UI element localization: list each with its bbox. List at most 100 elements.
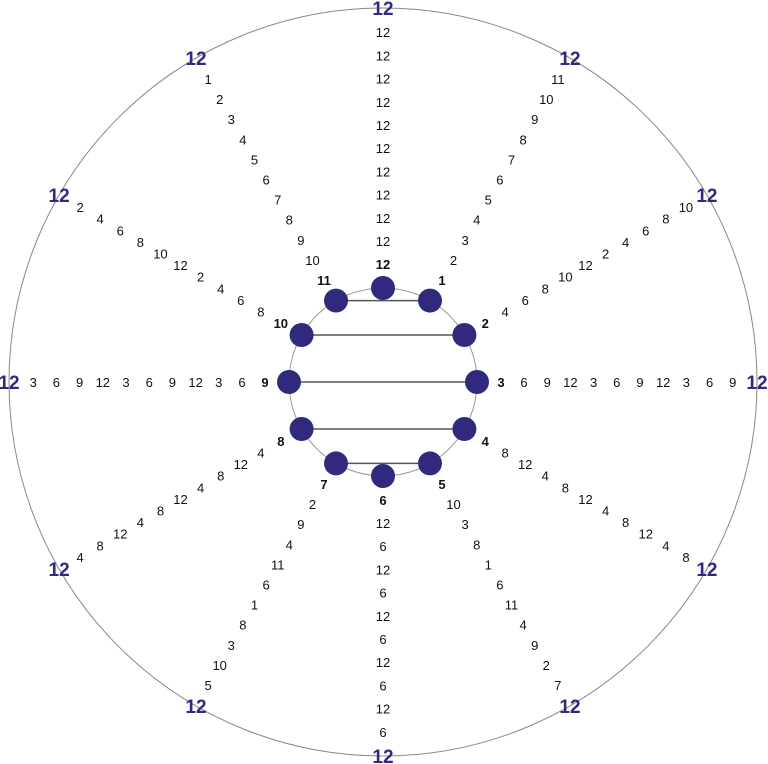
sequence-number: 12 (578, 258, 592, 273)
outer-label: 12 (49, 560, 70, 581)
node-label: 6 (379, 493, 386, 508)
sequence-number: 1 (251, 598, 258, 613)
sequence-number: 8 (157, 504, 164, 519)
sequence-number: 8 (682, 550, 689, 565)
node-label: 8 (277, 434, 284, 449)
node-3 (465, 370, 489, 394)
sequence-number: 11 (271, 557, 285, 572)
sequence-number: 6 (379, 632, 386, 647)
sequence-number: 3 (590, 375, 597, 390)
sequence-number: 12 (376, 609, 390, 624)
sequence-number: 4 (519, 618, 526, 633)
sequence-number: 3 (461, 517, 468, 532)
sequence-number: 6 (238, 375, 245, 390)
sequence-number: 12 (578, 492, 592, 507)
node-6 (371, 464, 395, 488)
sequence-number: 4 (542, 469, 549, 484)
sequence-number: 2 (197, 270, 204, 285)
node-label: 5 (438, 477, 445, 492)
sequence-number: 10 (558, 270, 572, 285)
node-label: 7 (320, 477, 327, 492)
outer-circle (8, 7, 758, 757)
sequence-number: 3 (228, 638, 235, 653)
sequence-number: 6 (262, 577, 269, 592)
node-label: 3 (497, 375, 504, 390)
sequence-number: 8 (562, 480, 569, 495)
sequence-number: 4 (257, 446, 264, 461)
sequence-number: 6 (522, 293, 529, 308)
outer-label: 12 (372, 0, 393, 20)
sequence-number: 12 (376, 48, 390, 63)
sequence-number: 4 (137, 515, 144, 530)
sequence-number: 2 (309, 497, 316, 512)
outer-label: 12 (185, 697, 206, 718)
sequence-number: 3 (683, 375, 690, 390)
sequence-number: 10 (212, 658, 226, 673)
node-7 (324, 451, 348, 476)
sequence-number: 4 (602, 504, 609, 519)
node-8 (289, 417, 314, 441)
sequence-number: 12 (113, 527, 127, 542)
sequence-number: 12 (376, 95, 390, 110)
sequence-number: 6 (520, 375, 527, 390)
sequence-number: 12 (376, 188, 390, 203)
sequence-number: 10 (679, 200, 693, 215)
sequence-number: 12 (376, 516, 390, 531)
sequence-number: 5 (204, 678, 211, 693)
sequence-number: 8 (137, 235, 144, 250)
node-2 (452, 323, 477, 347)
node-11 (324, 288, 348, 313)
node-1 (418, 288, 442, 313)
sequence-number: 7 (554, 678, 561, 693)
sequence-number: 8 (239, 618, 246, 633)
sequence-number: 8 (217, 469, 224, 484)
sequence-number: 10 (446, 497, 460, 512)
sequence-number: 11 (505, 598, 519, 613)
outer-label: 12 (185, 49, 206, 70)
node-label: 12 (376, 257, 390, 272)
sequence-number: 8 (662, 212, 669, 227)
sequence-number: 12 (376, 562, 390, 577)
sequence-number: 12 (188, 375, 202, 390)
sequence-number: 10 (305, 253, 319, 268)
sequence-number: 6 (53, 375, 60, 390)
sequence-number: 12 (173, 258, 187, 273)
sequence-number: 9 (169, 375, 176, 390)
node-4 (452, 417, 477, 441)
node-label: 11 (317, 273, 331, 288)
sequence-number: 6 (706, 375, 713, 390)
sequence-number: 4 (76, 550, 83, 565)
node-12 (371, 276, 395, 300)
sequence-number: 12 (376, 72, 390, 87)
outer-label: 12 (559, 49, 580, 70)
sequence-number: 3 (30, 375, 37, 390)
sequence-number: 7 (274, 193, 281, 208)
sequence-number: 12 (376, 141, 390, 156)
sequence-number: 6 (117, 223, 124, 238)
sequence-number: 4 (217, 281, 224, 296)
outer-label: 12 (559, 697, 580, 718)
sequence-number: 5 (251, 152, 258, 167)
sequence-number: 3 (215, 375, 222, 390)
outer-label: 12 (696, 560, 717, 581)
sequence-number: 8 (97, 538, 104, 553)
sequence-number: 12 (376, 702, 390, 717)
sequence-number: 12 (234, 457, 248, 472)
sequence-number: 4 (473, 213, 480, 228)
sequence-number: 4 (622, 235, 629, 250)
sequence-number: 12 (96, 375, 110, 390)
sequence-number: 9 (297, 233, 304, 248)
sequence-number: 6 (613, 375, 620, 390)
sequence-number: 8 (501, 446, 508, 461)
sequence-number: 9 (297, 517, 304, 532)
sequence-number: 4 (239, 132, 246, 147)
sequence-number: 1 (485, 557, 492, 572)
sequence-number: 12 (376, 655, 390, 670)
node-label: 10 (274, 316, 288, 331)
sequence-number: 6 (496, 577, 503, 592)
sequence-number: 6 (262, 173, 269, 188)
sequence-number: 8 (257, 305, 264, 320)
outer-label: 12 (746, 373, 767, 394)
node-label: 9 (261, 375, 268, 390)
